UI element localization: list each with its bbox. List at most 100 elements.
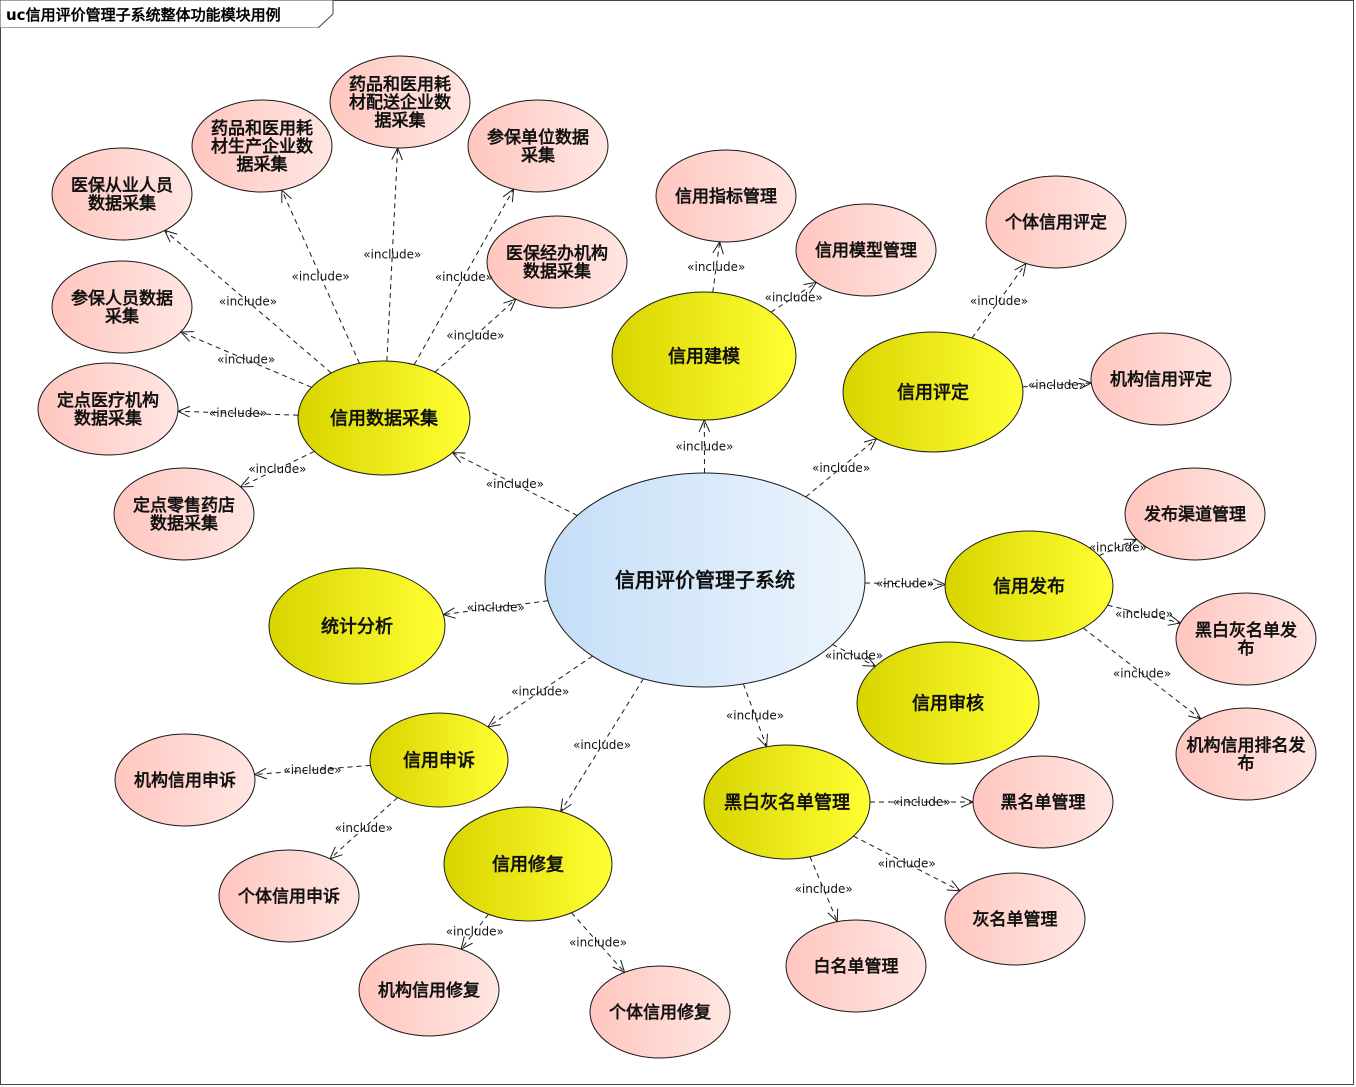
use-case-a2[interactable]: 个体信用申诉: [218, 849, 360, 943]
include-stereotype-label: «include»: [446, 329, 504, 343]
use-case-ellipse[interactable]: [297, 360, 471, 476]
use-case-name-line: 黑名单管理: [1001, 792, 1086, 813]
use-case-name-line: 定点医疗机构: [57, 390, 159, 411]
dashed-dependency-line: [460, 913, 489, 950]
use-case-ellipse[interactable]: [369, 712, 509, 808]
use-case-ellipse[interactable]: [842, 331, 1024, 453]
use-case-audit[interactable]: 信用审核: [856, 641, 1040, 765]
use-case-name-line: 布: [1238, 638, 1255, 659]
use-case-ellipse[interactable]: [218, 849, 360, 943]
use-case-ellipse[interactable]: [51, 260, 193, 354]
use-case-m1[interactable]: 信用指标管理: [655, 149, 797, 243]
use-case-name-line: 机构信用评定: [1110, 369, 1212, 390]
use-case-name-line: 信用模型管理: [815, 240, 917, 261]
dashed-dependency-line: [1107, 604, 1181, 624]
dashed-dependency-line: [805, 438, 877, 498]
use-case-ellipse[interactable]: [1090, 332, 1232, 426]
include-stereotype-label: «include»: [217, 353, 275, 367]
dashed-dependency-line: [254, 764, 371, 776]
use-case-blacklist[interactable]: 黑白灰名单管理: [703, 744, 871, 860]
include-stereotype-label: «include»: [467, 601, 525, 615]
use-case-publish[interactable]: 信用发布: [944, 530, 1114, 642]
use-case-name-line: 白名单管理: [814, 956, 899, 977]
use-case-ellipse[interactable]: [703, 744, 871, 860]
use-case-ellipse[interactable]: [856, 641, 1040, 765]
use-case-r1[interactable]: 个体信用评定: [985, 175, 1127, 269]
use-case-rate[interactable]: 信用评定: [842, 331, 1024, 453]
use-case-model[interactable]: 信用建模: [611, 291, 797, 421]
use-case-ellipse[interactable]: [544, 472, 866, 688]
use-case-ellipse[interactable]: [1124, 467, 1266, 561]
include-stereotype-label: «include»: [209, 406, 267, 420]
include-stereotype-label: «include»: [825, 648, 883, 662]
use-case-ellipse[interactable]: [37, 362, 179, 456]
use-case-ellipse[interactable]: [944, 872, 1086, 966]
use-cases: 信用评价管理子系统信用数据采集信用建模信用评定信用发布信用审核统计分析信用申诉信…: [37, 55, 1317, 1059]
use-case-stats[interactable]: 统计分析: [268, 567, 446, 685]
use-case-a1[interactable]: 机构信用申诉: [114, 733, 256, 827]
use-case-f1[interactable]: 机构信用修复: [358, 943, 500, 1037]
use-case-ellipse[interactable]: [329, 55, 471, 149]
include-stereotype-label: «include»: [446, 925, 504, 939]
open-arrowhead: [863, 437, 878, 451]
use-case-ellipse[interactable]: [358, 943, 500, 1037]
use-case-name-line: 信用数据采集: [330, 407, 439, 429]
use-case-ellipse[interactable]: [785, 919, 927, 1013]
use-case-ellipse[interactable]: [191, 99, 333, 193]
use-case-collect[interactable]: 信用数据采集: [297, 360, 471, 476]
use-case-ellipse[interactable]: [486, 215, 628, 309]
use-case-ellipse[interactable]: [467, 99, 609, 193]
use-case-ellipse[interactable]: [985, 175, 1127, 269]
include-stereotype-label: «include»: [876, 577, 934, 591]
use-case-name-line: 数据采集: [150, 513, 219, 534]
use-case-ellipse[interactable]: [114, 733, 256, 827]
use-case-appeal[interactable]: 信用申诉: [369, 712, 509, 808]
use-case-ellipse[interactable]: [611, 291, 797, 421]
use-case-name-line: 采集: [104, 306, 140, 327]
use-case-f2[interactable]: 个体信用修复: [589, 965, 731, 1059]
use-case-ellipse[interactable]: [268, 567, 446, 685]
use-case-ellipse[interactable]: [589, 965, 731, 1059]
use-case-p1[interactable]: 发布渠道管理: [1124, 467, 1266, 561]
include-labels: «include» «include» «include» «include» «inc…: [209, 248, 1173, 950]
open-arrowhead: [281, 189, 292, 204]
use-case-ellipse[interactable]: [655, 149, 797, 243]
use-case-m2[interactable]: 信用模型管理: [795, 203, 937, 297]
use-case-ellipse[interactable]: [972, 755, 1114, 849]
use-case-b3[interactable]: 白名单管理: [785, 919, 927, 1013]
include-stereotype-label: «include»: [486, 477, 544, 491]
include-stereotype-label: «include»: [335, 821, 393, 835]
open-arrowhead: [1014, 262, 1027, 277]
dashed-dependency-line: [809, 856, 838, 922]
dashed-dependency-line: [571, 912, 625, 973]
use-case-ellipse[interactable]: [1175, 707, 1317, 801]
dashed-dependency-line: [240, 450, 315, 488]
use-case-ellipse[interactable]: [443, 806, 613, 922]
use-case-ellipse[interactable]: [944, 530, 1114, 642]
use-case-ellipse[interactable]: [795, 203, 937, 297]
dashed-dependency-line: [864, 582, 946, 585]
use-case-r2[interactable]: 机构信用评定: [1090, 332, 1232, 426]
use-case-ellipse[interactable]: [113, 467, 255, 561]
use-case-ellipse[interactable]: [1175, 592, 1317, 686]
use-case-name-line: 信用评定: [897, 381, 969, 403]
use-case-repair[interactable]: 信用修复: [443, 806, 613, 922]
use-case-b1[interactable]: 黑名单管理: [972, 755, 1114, 849]
use-case-ellipse[interactable]: [51, 147, 193, 241]
dashed-dependency-line: [560, 678, 644, 812]
use-case-b2[interactable]: 灰名单管理: [944, 872, 1086, 966]
dashed-dependency-line: [770, 282, 817, 313]
dashed-dependency-line: [853, 835, 961, 892]
use-case-root[interactable]: 信用评价管理子系统: [544, 472, 866, 688]
